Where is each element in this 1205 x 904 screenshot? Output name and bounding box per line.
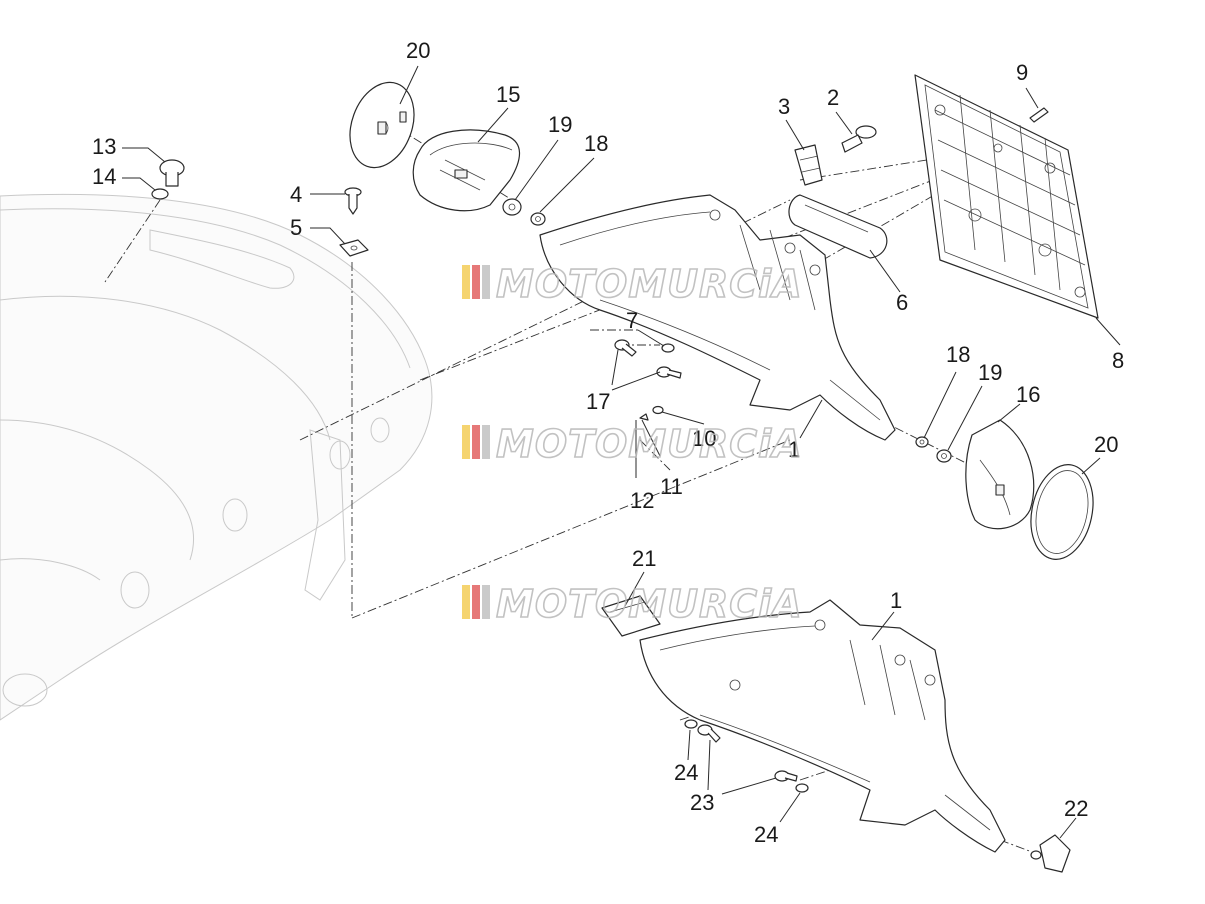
watermark-stripe-grey xyxy=(482,265,490,299)
part-8-plate-holder xyxy=(914,74,1099,319)
part-1-bracket-lower xyxy=(639,599,1006,853)
callout-16: 16 xyxy=(1016,382,1040,407)
part-23-screw-a xyxy=(697,724,721,743)
part-22-bumper xyxy=(1030,834,1071,873)
callout-6: 6 xyxy=(896,290,908,315)
watermark-stripe-grey xyxy=(482,585,490,619)
callout-5: 5 xyxy=(290,215,302,240)
part-6-gasket xyxy=(788,194,888,259)
callout-13: 13 xyxy=(92,134,116,159)
watermark-stripe-yellow xyxy=(462,585,470,619)
watermark-stripe-red xyxy=(472,585,480,619)
part-20-lens-upper xyxy=(349,81,415,169)
part-17-screw-a xyxy=(614,339,637,357)
callout-1-upper: 1 xyxy=(788,437,800,462)
callout-labels: 20 15 19 18 13 14 4 5 3 2 9 6 8 7 17 10 … xyxy=(92,38,1124,847)
callout-18-upper: 18 xyxy=(584,131,608,156)
part-18-nut-lower xyxy=(915,436,929,448)
part-20-lens-lower xyxy=(1030,464,1094,560)
part-7-washer xyxy=(661,343,675,353)
watermark-text: MOTOMURCiA xyxy=(496,582,803,626)
part-17-screw-b xyxy=(656,366,682,379)
watermark-3: MOTOMURCiA xyxy=(462,581,803,627)
callout-24-a: 24 xyxy=(674,760,698,785)
callout-23: 23 xyxy=(690,790,714,815)
callout-21: 21 xyxy=(632,546,656,571)
rear-body-panel-ghost xyxy=(0,193,433,721)
callout-1-lower: 1 xyxy=(890,588,902,613)
callout-20-lower: 20 xyxy=(1094,432,1118,457)
part-24-washer-a xyxy=(684,719,698,729)
callout-2: 2 xyxy=(827,85,839,110)
watermark-stripe-yellow xyxy=(462,425,470,459)
callout-7: 7 xyxy=(626,308,638,333)
part-1-bracket-upper xyxy=(539,194,896,441)
callout-22: 22 xyxy=(1064,796,1088,821)
watermark-stripe-red xyxy=(472,425,480,459)
part-9-screw xyxy=(1029,107,1049,123)
part-19-washer-upper xyxy=(502,198,522,216)
part-2-pin xyxy=(841,125,877,153)
callout-4: 4 xyxy=(290,182,302,207)
part-4-screw xyxy=(344,187,362,215)
part-15-lamp-housing xyxy=(412,129,521,212)
callout-11: 11 xyxy=(660,474,683,499)
part-14-washer xyxy=(151,188,169,200)
callout-19-upper: 19 xyxy=(548,112,572,137)
part-16-lamp-housing xyxy=(965,419,1035,530)
callout-10: 10 xyxy=(692,426,716,451)
callout-15: 15 xyxy=(496,82,520,107)
part-21-reflector xyxy=(601,595,661,637)
watermark-1: MOTOMURCiA xyxy=(462,261,803,307)
part-13-screw xyxy=(159,159,185,187)
watermark-2: MOTOMURCiA xyxy=(462,421,803,467)
callout-24-b: 24 xyxy=(754,822,778,847)
callout-14: 14 xyxy=(92,164,116,189)
callout-9: 9 xyxy=(1016,60,1028,85)
part-10-washer xyxy=(652,405,664,415)
part-3-clip xyxy=(794,144,823,186)
part-5-clip-nut xyxy=(339,239,369,257)
watermark-stripe-yellow xyxy=(462,265,470,299)
callout-8: 8 xyxy=(1112,348,1124,373)
callout-3: 3 xyxy=(778,94,790,119)
callout-18-lower: 18 xyxy=(946,342,970,367)
callout-19-lower: 19 xyxy=(978,360,1002,385)
callout-12: 12 xyxy=(630,488,654,513)
part-11-12-small-parts xyxy=(639,413,649,421)
part-18-nut-upper xyxy=(530,212,546,226)
part-24-washer-b xyxy=(795,783,809,793)
leader-lines xyxy=(122,65,1121,839)
callout-20-upper: 20 xyxy=(406,38,430,63)
part-23-screw-b xyxy=(774,770,798,782)
watermark-text: MOTOMURCiA xyxy=(496,422,803,466)
watermark-stripe-grey xyxy=(482,425,490,459)
part-19-washer-lower xyxy=(936,449,952,463)
callout-17: 17 xyxy=(586,389,610,414)
watermark-text: MOTOMURCiA xyxy=(496,262,803,306)
watermark-stripe-red xyxy=(472,265,480,299)
